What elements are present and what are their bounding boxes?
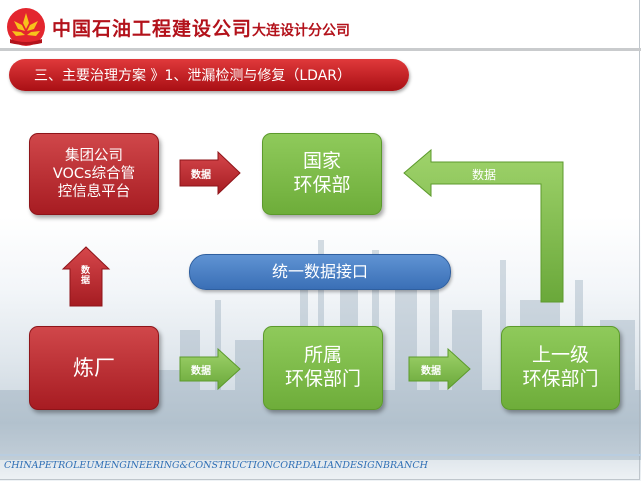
footer-text: CHINAPETROLEUMENGINEERING&CONSTRUCTIONCO… xyxy=(4,460,428,471)
header-divider xyxy=(0,48,641,51)
upper-bureau-line-2: 环保部门 xyxy=(522,368,599,390)
arrow-group-to-national xyxy=(179,150,241,196)
arrow-label-group-national: 数据 xyxy=(191,170,211,181)
arrow-upper-to-national xyxy=(403,148,564,303)
arrow-label-refinery-local: 数据 xyxy=(191,366,211,377)
upper-bureau-line-1: 上一级 xyxy=(531,344,589,367)
arrow-refinery-to-local xyxy=(179,347,241,391)
national-bureau-line-2: 环保部 xyxy=(293,174,351,196)
group-platform-line-3: 控信息平台 xyxy=(57,184,131,201)
section-banner: 三、主要治理方案 》1、泄漏检测与修复（LDAR） xyxy=(9,59,409,91)
arrow-local-to-upper xyxy=(408,347,471,391)
national-bureau-box: 国家 环保部 xyxy=(262,133,382,215)
company-title: 中国石油工程建设公司大连设计分公司 xyxy=(52,14,350,41)
national-bureau-line-1: 国家 xyxy=(302,150,341,173)
group-platform-line-1: 集团公司 xyxy=(65,147,123,164)
local-bureau-line-2: 环保部门 xyxy=(284,368,361,390)
refinery-box: 炼厂 xyxy=(29,326,159,410)
footer-divider xyxy=(0,454,641,456)
branch-name: 大连设计分公司 xyxy=(252,23,351,39)
cnpc-logo-icon xyxy=(7,8,45,46)
group-platform-line-2: VOCs综合管 xyxy=(52,165,136,182)
local-bureau-line-1: 所属 xyxy=(303,344,342,367)
refinery-label: 炼厂 xyxy=(73,355,115,380)
company-name: 中国石油工程建设公司 xyxy=(52,18,253,40)
arrow-label-local-upper: 数据 xyxy=(421,366,441,377)
unified-data-interface-pill: 统一数据接口 xyxy=(189,254,451,290)
group-vocs-platform-box: 集团公司 VOCs综合管 控信息平台 xyxy=(29,133,159,215)
upper-bureau-box: 上一级 环保部门 xyxy=(501,326,620,410)
local-bureau-box: 所属 环保部门 xyxy=(263,326,383,410)
arrow-refinery-to-group xyxy=(61,246,111,307)
arrow-label-upper-national: 数据 xyxy=(472,168,497,182)
section-title: 三、主要治理方案 》1、泄漏检测与修复（LDAR） xyxy=(34,68,351,84)
arrow-label-refinery-group: 数据 xyxy=(81,266,91,286)
